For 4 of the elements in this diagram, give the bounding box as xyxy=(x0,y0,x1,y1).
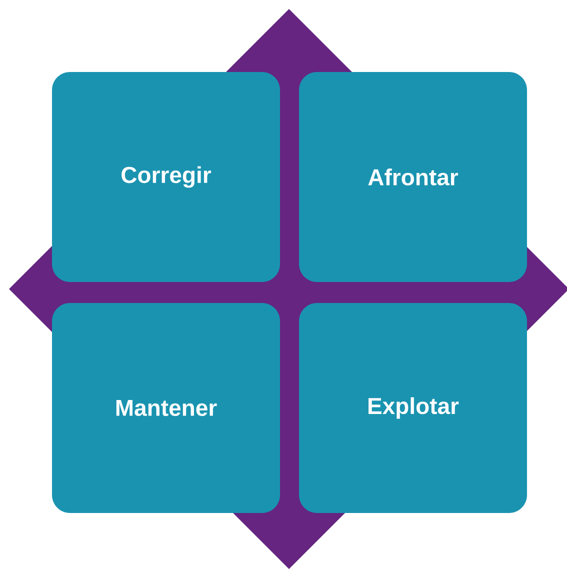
quadrant-box: Mantener xyxy=(52,303,280,513)
quadrant-box: Corregir xyxy=(52,72,280,282)
quadrant-box: Explotar xyxy=(299,303,527,513)
quadrant-box: Afrontar xyxy=(299,72,527,282)
